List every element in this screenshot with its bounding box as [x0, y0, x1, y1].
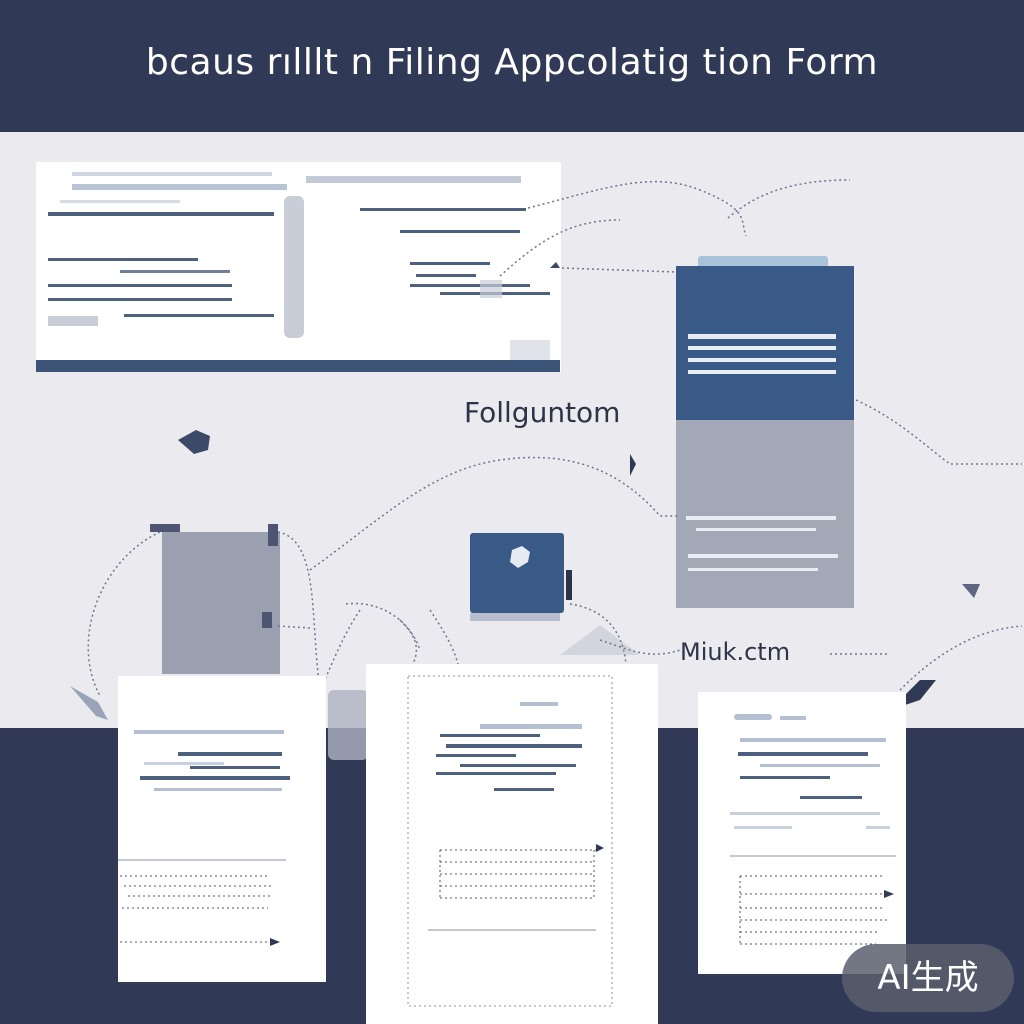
form-page-center — [366, 664, 658, 1024]
page-title: bcaus rılllt n Filing Appcolatig tion Fo… — [145, 42, 879, 83]
pin-icon — [178, 430, 210, 454]
header-band — [0, 0, 1024, 132]
form-page-left — [118, 676, 326, 982]
gray-document-block — [150, 524, 280, 674]
main-form-window — [36, 162, 561, 372]
blue-folder-panel — [676, 256, 854, 608]
arrow-icon — [630, 454, 636, 476]
small-folder — [470, 533, 572, 621]
arrow-icon — [962, 584, 980, 598]
form-page-right — [698, 692, 906, 974]
ai-generated-badge: AI生成 — [842, 944, 1014, 1012]
diagram-label-folder: Follguntom — [464, 396, 621, 429]
diagram-label-module: Miuk.ctm — [680, 638, 791, 666]
